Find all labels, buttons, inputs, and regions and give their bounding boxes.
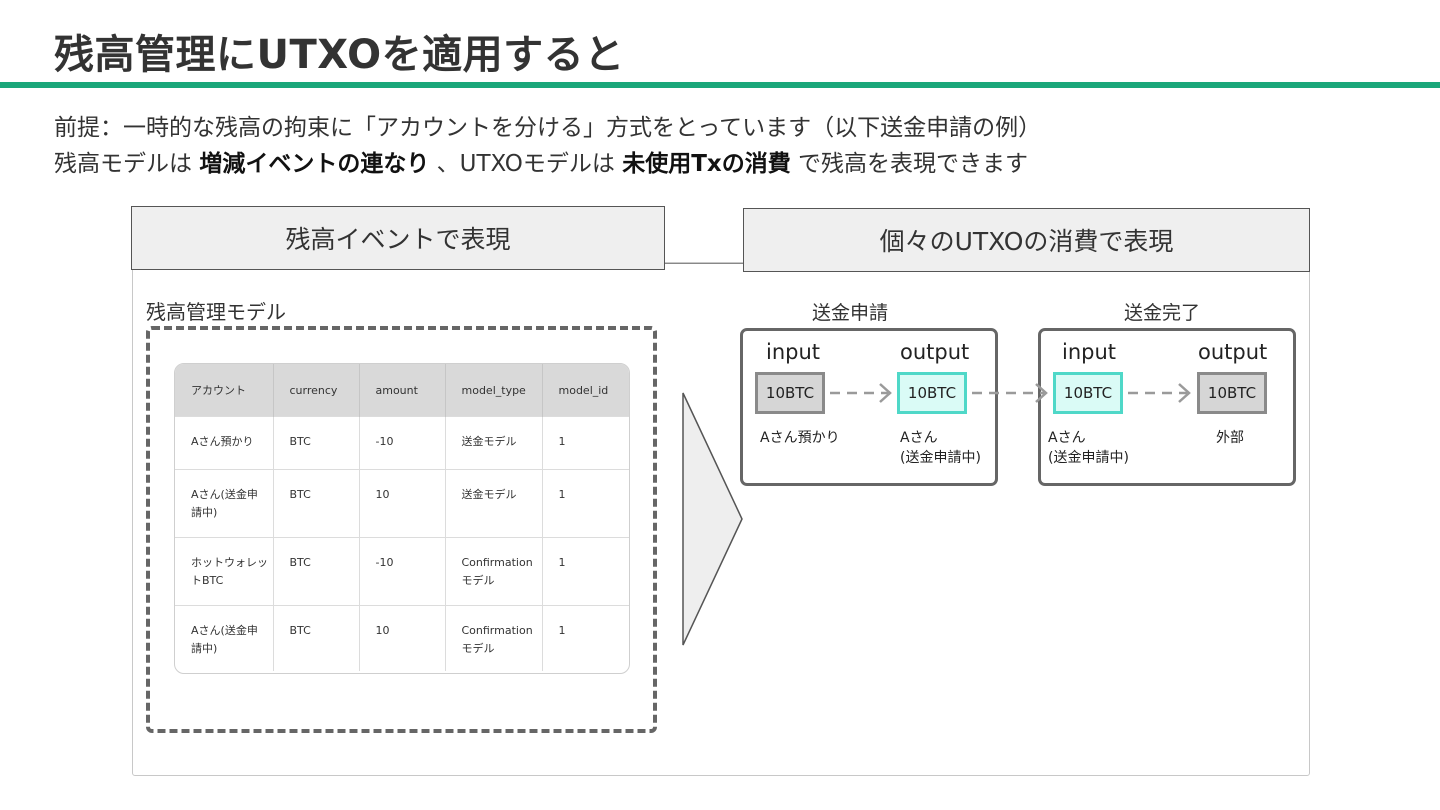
table-cell: Aさん(送金申請中) xyxy=(175,605,274,671)
coin-caption: Aさん xyxy=(900,430,938,446)
table-cell: 10 xyxy=(359,469,446,538)
header-connector-line xyxy=(665,263,743,264)
coin-caption: 外部 xyxy=(1216,430,1244,446)
transform-arrow-icon xyxy=(682,392,743,646)
table-row: Aさん(送金申請中) BTC 10 Confirmationモデル 1 xyxy=(175,605,629,671)
coin-amount: 10BTC xyxy=(907,384,957,402)
column-header: currency xyxy=(273,364,360,417)
utxo-coin-output: 10BTC xyxy=(897,372,967,414)
table-cell: BTC xyxy=(273,605,360,671)
intro-line-2-part-c: 、UTXOモデルは xyxy=(429,151,623,177)
slide-title: 残高管理にUTXOを適用すると xyxy=(54,32,625,78)
table-row: Aさん(送金申請中) BTC 10 送金モデル 1 xyxy=(175,469,629,538)
right-section-header: 個々のUTXOの消費で表現 xyxy=(743,208,1310,272)
balance-model-dashed-box xyxy=(146,326,657,733)
flow-arrowhead-icon xyxy=(879,383,892,403)
balance-model-label: 残高管理モデル xyxy=(146,300,286,324)
table-cell: 1 xyxy=(542,469,629,538)
intro-line-1: 前提：一時的な残高の拘束に「アカウントを分ける」方式をとっています（以下送金申請… xyxy=(54,115,1042,141)
intro-line-2-part-e: で残高を表現できます xyxy=(790,151,1029,177)
table-cell: -10 xyxy=(359,416,446,470)
coin-caption: Aさん預かり xyxy=(760,430,840,446)
comparison-frame xyxy=(132,262,1310,776)
utxo-coin-output: 10BTC xyxy=(1197,372,1267,414)
coin-caption: (送金申請中) xyxy=(1048,450,1129,466)
table-cell: Aさん(送金申請中) xyxy=(175,469,274,538)
flow-arrowhead-icon xyxy=(1178,383,1191,403)
coin-amount: 10BTC xyxy=(1063,384,1113,402)
utxo-coin-input: 10BTC xyxy=(755,372,825,414)
title-underline xyxy=(0,82,1440,88)
coin-amount: 10BTC xyxy=(1207,384,1257,402)
coin-amount: 10BTC xyxy=(765,384,815,402)
left-section-title: 残高イベントで表現 xyxy=(285,225,511,254)
stage-complete-output-heading: output xyxy=(1198,340,1268,364)
table-cell: BTC xyxy=(273,469,360,538)
utxo-coin-input: 10BTC xyxy=(1053,372,1123,414)
stage-label-complete: 送金完了 xyxy=(1124,302,1201,324)
table-cell: Confirmationモデル xyxy=(445,537,543,606)
stage-request-output-heading: output xyxy=(900,340,970,364)
table-cell: 1 xyxy=(542,605,629,671)
coin-caption: (送金申請中) xyxy=(900,450,981,466)
flow-arrowhead-icon xyxy=(1035,383,1048,403)
table-cell: Aさん預かり xyxy=(175,416,274,470)
intro-line-2: 残高モデルは 増減イベントの連なり 、UTXOモデルは 未使用Txの消費 で残高… xyxy=(54,146,1041,182)
stage-complete-input-heading: input xyxy=(1062,340,1117,364)
table-cell: ホットウォレットBTC xyxy=(175,537,274,606)
intro-line-2-part-a: 残高モデルは xyxy=(54,151,200,177)
right-section-title: 個々のUTXOの消費で表現 xyxy=(879,227,1174,256)
stage-request-input-heading: input xyxy=(766,340,821,364)
table-cell: BTC xyxy=(273,537,360,606)
table-cell: 送金モデル xyxy=(445,469,543,538)
ledger-table: アカウント currency amount model_type model_i… xyxy=(175,364,629,671)
stage-label-request: 送金申請 xyxy=(812,302,889,324)
table-cell: 1 xyxy=(542,537,629,606)
stage-box-complete xyxy=(1038,328,1296,486)
ledger-table-container: アカウント currency amount model_type model_i… xyxy=(174,363,630,674)
table-header-row: アカウント currency amount model_type model_i… xyxy=(175,364,629,417)
column-header: model_type xyxy=(445,364,543,417)
intro-text: 前提：一時的な残高の拘束に「アカウントを分ける」方式をとっています（以下送金申請… xyxy=(54,110,1041,182)
column-header: アカウント xyxy=(175,364,274,417)
table-cell: Confirmationモデル xyxy=(445,605,543,671)
table-cell: 1 xyxy=(542,416,629,470)
intro-emphasis-events: 増減イベントの連なり xyxy=(199,151,430,177)
stage-box-request xyxy=(740,328,998,486)
left-section-header: 残高イベントで表現 xyxy=(131,206,665,270)
coin-caption: Aさん xyxy=(1048,430,1086,446)
table-row: Aさん預かり BTC -10 送金モデル 1 xyxy=(175,416,629,470)
table-cell: BTC xyxy=(273,416,360,470)
table-cell: 10 xyxy=(359,605,446,671)
table-row: ホットウォレットBTC BTC -10 Confirmationモデル 1 xyxy=(175,537,629,606)
intro-emphasis-utxo: 未使用Txの消費 xyxy=(622,151,791,177)
table-cell: 送金モデル xyxy=(445,416,543,470)
table-cell: -10 xyxy=(359,537,446,606)
column-header: amount xyxy=(359,364,446,417)
column-header: model_id xyxy=(542,364,629,417)
